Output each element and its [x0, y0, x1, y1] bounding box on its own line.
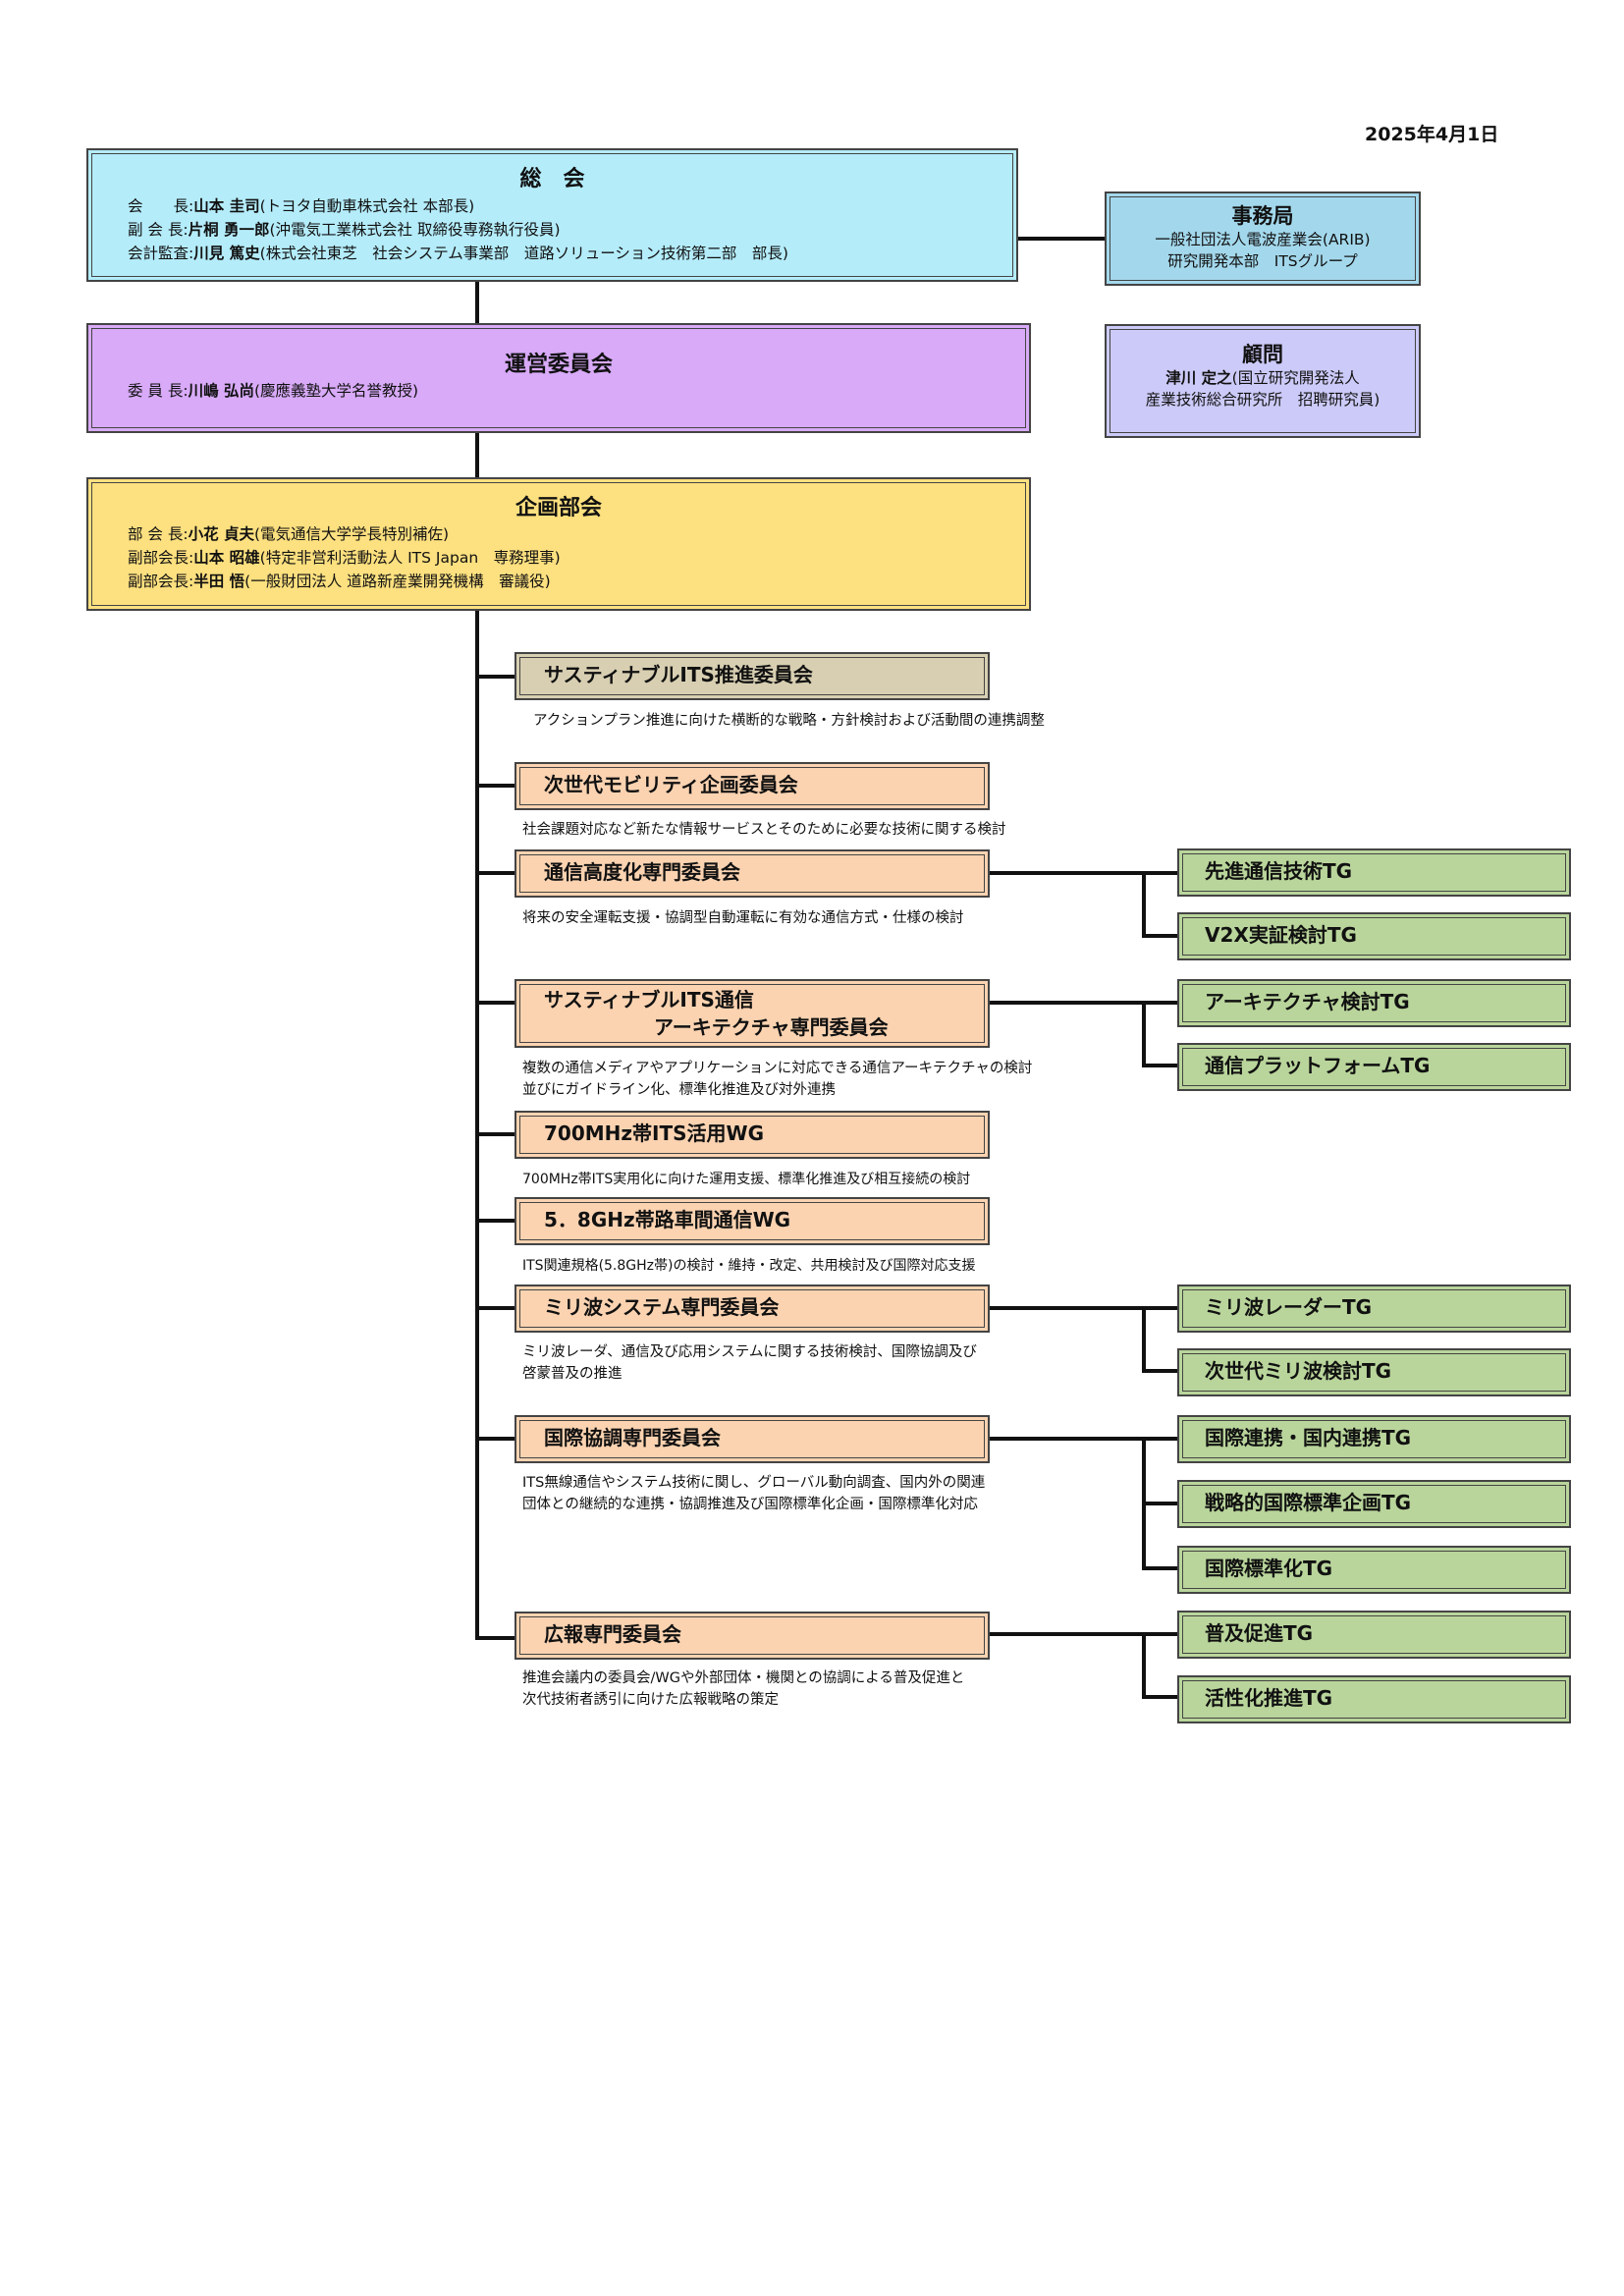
committee-comm-advanced: 通信高度化専門委員会	[514, 849, 990, 898]
tg-connector-c7-h3	[1142, 1566, 1181, 1570]
committee-its-architecture: サスティナブルITS通信 アーキテクチャ専門委員会	[514, 979, 990, 1048]
committee-pr-desc1: 推進会議内の委員会/WGや外部団体・機関との協調による普及促進と	[522, 1670, 965, 1686]
committee-pr-desc2: 次代技術者誘引に向けた広報戦略の策定	[522, 1692, 779, 1708]
jimukyoku-title: 事務局	[1231, 204, 1294, 228]
branch-c8	[475, 1636, 516, 1640]
committee-700mhz-wg: 700MHz帯ITS活用WG	[514, 1111, 990, 1159]
connector-main-trunk	[475, 603, 479, 1640]
jimukyoku-line1: 一般社団法人電波産業会(ARIB)	[1155, 231, 1371, 248]
unei-box: 運営委員会 委 員 長:川嶋 弘尚(慶應義塾大学名誉教授)	[86, 323, 1031, 433]
kikaku-role-vice1: 副部会長:山本 昭雄(特定非営利活動法人 ITS Japan 専務理事)	[128, 549, 561, 567]
branch-c4	[475, 1132, 516, 1136]
committee-its-architecture-desc2: 並びにガイドライン化、標準化推進及び対外連携	[522, 1082, 836, 1098]
branch-c3	[475, 1001, 516, 1005]
tg-connector-c6-h	[987, 1306, 1181, 1310]
committee-sustainable-its-desc: アクションプラン推進に向けた横断的な戦略・方針検討および活動間の連携調整	[533, 713, 1045, 729]
soukai-role-vice-chair: 副 会 長:片桐 勇一郎(沖電気工業株式会社 取締役専務執行役員)	[128, 221, 561, 239]
committee-its-architecture-title1: サスティナブルITS通信	[544, 988, 754, 1011]
committee-millimeter: ミリ波システム専門委員会	[514, 1285, 990, 1333]
connector-soukai-jimukyoku	[1016, 237, 1107, 241]
committee-international-desc1: ITS無線通信やシステム技術に関し、グローバル動向調査、国内外の関連	[522, 1475, 986, 1491]
tg-connector-c8-h2	[1142, 1695, 1181, 1699]
connector-unei-kikaku	[475, 430, 479, 479]
committee-its-architecture-title2: アーキテクチャ専門委員会	[654, 1015, 889, 1039]
soukai-role-auditor: 会計監査:川見 篤史(株式会社東芝 社会システム事業部 道路ソリューション技術第…	[128, 245, 788, 262]
committee-comm-advanced-desc: 将来の安全運転支援・協調型自動運転に有効な通信方式・仕様の検討	[522, 910, 964, 926]
komon-title: 顧問	[1242, 343, 1283, 366]
unei-title: 運営委員会	[504, 353, 613, 377]
tg-intl-std: 国際標準化TG	[1177, 1546, 1571, 1594]
connector-soukai-unei	[475, 280, 479, 324]
tg-connector-c2-h	[987, 871, 1181, 875]
branch-c0	[475, 675, 516, 679]
tg-v2x: V2X実証検討TG	[1177, 912, 1571, 960]
committee-pr: 広報専門委員会	[514, 1612, 990, 1660]
unei-role-chair: 委 員 長:川嶋 弘尚(慶應義塾大学名誉教授)	[128, 382, 419, 400]
tg-promotion: 普及促進TG	[1177, 1611, 1571, 1659]
tg-activation: 活性化推進TG	[1177, 1675, 1571, 1723]
committee-next-mobility: 次世代モビリティ企画委員会	[514, 762, 990, 810]
tg-connector-c7-h2	[1142, 1502, 1181, 1505]
tg-intl-domestic: 国際連携・国内連携TG	[1177, 1415, 1571, 1463]
tg-next-mm: 次世代ミリ波検討TG	[1177, 1348, 1571, 1396]
tg-strategic-std: 戦略的国際標準企画TG	[1177, 1480, 1571, 1528]
committee-millimeter-desc2: 啓蒙普及の推進	[522, 1366, 623, 1382]
tg-mm-radar: ミリ波レーダーTG	[1177, 1285, 1571, 1333]
komon-box: 顧問 津川 定之(国立研究開発法人 産業技術総合研究所 招聘研究員)	[1105, 324, 1421, 438]
jimukyoku-line2: 研究開発本部 ITSグループ	[1167, 252, 1358, 270]
tg-connector-c2-v	[1142, 871, 1146, 938]
committee-58ghz-wg: 5．8GHz帯路車間通信WG	[514, 1197, 990, 1245]
committee-international: 国際協調専門委員会	[514, 1415, 990, 1463]
committee-700mhz-wg-desc: 700MHz帯ITS実用化に向けた運用支援、標準化推進及び相互接続の検討	[522, 1172, 971, 1187]
branch-c6	[475, 1306, 516, 1310]
tg-connector-c3-h2	[1142, 1064, 1181, 1067]
tg-connector-c3-h	[987, 1001, 1181, 1005]
tg-connector-c6-v	[1142, 1306, 1146, 1373]
committee-international-desc2: 団体との継続的な連携・協調推進及び国際標準化企画・国際標準化対応	[522, 1497, 978, 1512]
committee-millimeter-desc1: ミリ波レーダ、通信及び応用システムに関する技術検討、国際協調及び	[522, 1344, 977, 1360]
kikaku-box: 企画部会 部 会 長:小花 貞夫(電気通信大学学長特別補佐) 副部会長:山本 昭…	[86, 477, 1031, 611]
branch-c7	[475, 1437, 516, 1441]
committee-sustainable-its: サスティナブルITS推進委員会	[514, 652, 990, 700]
tg-connector-c3-v	[1142, 1001, 1146, 1067]
kikaku-title: 企画部会	[514, 496, 602, 520]
tg-connector-c7-h	[987, 1437, 1181, 1441]
date-label: 2025年4月1日	[1365, 124, 1499, 145]
branch-c5	[475, 1219, 516, 1223]
komon-line1: 津川 定之(国立研究開発法人	[1165, 369, 1360, 387]
branch-c1	[475, 784, 516, 788]
tg-connector-c8-h	[987, 1632, 1181, 1636]
tg-architecture: アーキテクチャ検討TG	[1177, 979, 1571, 1027]
kikaku-role-vice2: 副部会長:半田 悟(一般財団法人 道路新産業開発機構 審議役)	[128, 573, 551, 590]
committee-next-mobility-desc: 社会課題対応など新たな情報サービスとそのために必要な技術に関する検討	[522, 822, 1006, 838]
soukai-role-chair: 会 長:山本 圭司(トヨタ自動車株式会社 本部長)	[128, 197, 475, 215]
tg-comm-platform: 通信プラットフォームTG	[1177, 1043, 1571, 1091]
soukai-box: 総 会 会 長:山本 圭司(トヨタ自動車株式会社 本部長) 副 会 長:片桐 勇…	[86, 148, 1018, 282]
soukai-title: 総 会	[519, 167, 585, 191]
committee-58ghz-wg-desc: ITS関連規格(5.8GHz帯)の検討・維持・改定、共用検討及び国際対応支援	[522, 1258, 976, 1274]
tg-connector-c2-h2	[1142, 934, 1181, 938]
tg-connector-c8-v	[1142, 1632, 1146, 1699]
komon-line2: 産業技術総合研究所 招聘研究員)	[1145, 391, 1380, 409]
kikaku-role-chair: 部 会 長:小花 貞夫(電気通信大学学長特別補佐)	[128, 525, 450, 543]
tg-connector-c6-h2	[1142, 1369, 1181, 1373]
branch-c2	[475, 871, 516, 875]
jimukyoku-box: 事務局 一般社団法人電波産業会(ARIB) 研究開発本部 ITSグループ	[1105, 191, 1421, 286]
tg-advanced-comm: 先進通信技術TG	[1177, 848, 1571, 897]
committee-its-architecture-desc1: 複数の通信メディアやアプリケーションに対応できる通信アーキテクチャの検討	[522, 1061, 1033, 1076]
